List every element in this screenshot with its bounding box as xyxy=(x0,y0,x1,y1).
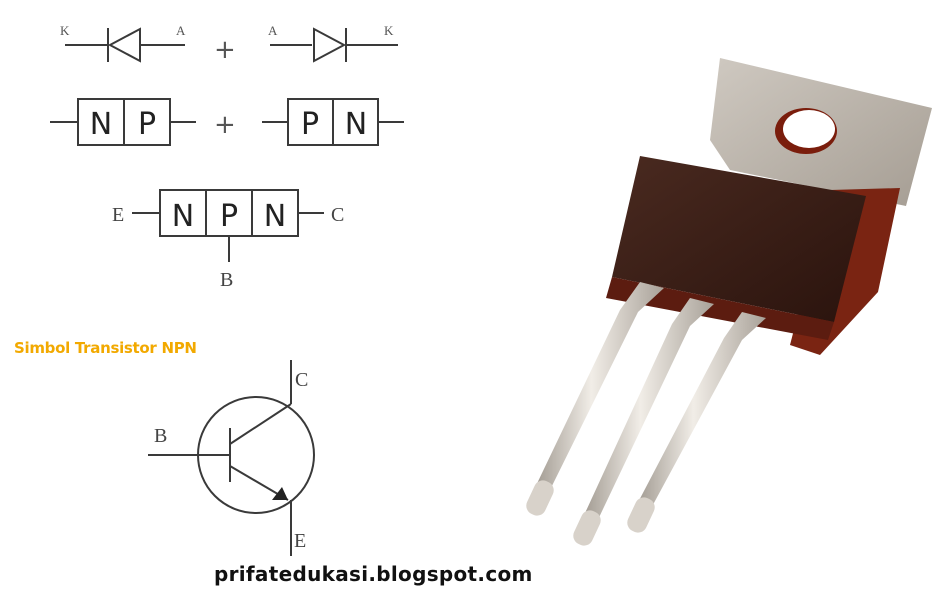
mounting-hole xyxy=(783,110,835,148)
diode-left-terminal-k: K xyxy=(60,23,70,38)
blog-watermark: prifatedukasi.blogspot.com xyxy=(214,562,533,586)
body-front xyxy=(612,156,866,322)
symbol-base-label: B xyxy=(154,425,167,447)
npn-block xyxy=(132,189,324,262)
npn-base-label: B xyxy=(220,269,233,291)
npn-emitter-label: E xyxy=(112,204,124,226)
diode-right-terminal-k: K xyxy=(384,23,394,38)
pn-layer-p: P xyxy=(301,107,319,142)
npn-collector-label: C xyxy=(331,204,344,226)
npn-layer-n2: N xyxy=(264,199,286,234)
diode-right-terminal-a: A xyxy=(268,23,278,38)
plus-sign-diodes: + xyxy=(214,35,236,65)
npn-layer-p: P xyxy=(220,199,238,234)
leads xyxy=(526,282,766,546)
body-bottom xyxy=(606,277,834,340)
diode-left xyxy=(65,27,185,63)
symbol-emitter-label: E xyxy=(294,530,306,552)
np-layer-p: P xyxy=(138,107,156,142)
diode-right xyxy=(270,27,398,63)
to220-transistor-photo xyxy=(526,58,932,546)
symbol-collector-label: C xyxy=(295,369,308,391)
diode-left-terminal-a: A xyxy=(176,23,186,38)
pn-junction xyxy=(262,98,404,146)
pn-layer-n: N xyxy=(345,107,367,142)
npn-transistor-symbol xyxy=(148,360,315,556)
np-junction xyxy=(50,98,196,146)
plus-sign-junctions: + xyxy=(214,110,236,140)
np-layer-n: N xyxy=(90,107,112,142)
symbol-title: Simbol Transistor NPN xyxy=(14,339,197,357)
emitter-arrow-icon xyxy=(272,487,288,500)
npn-layer-n1: N xyxy=(172,199,194,234)
